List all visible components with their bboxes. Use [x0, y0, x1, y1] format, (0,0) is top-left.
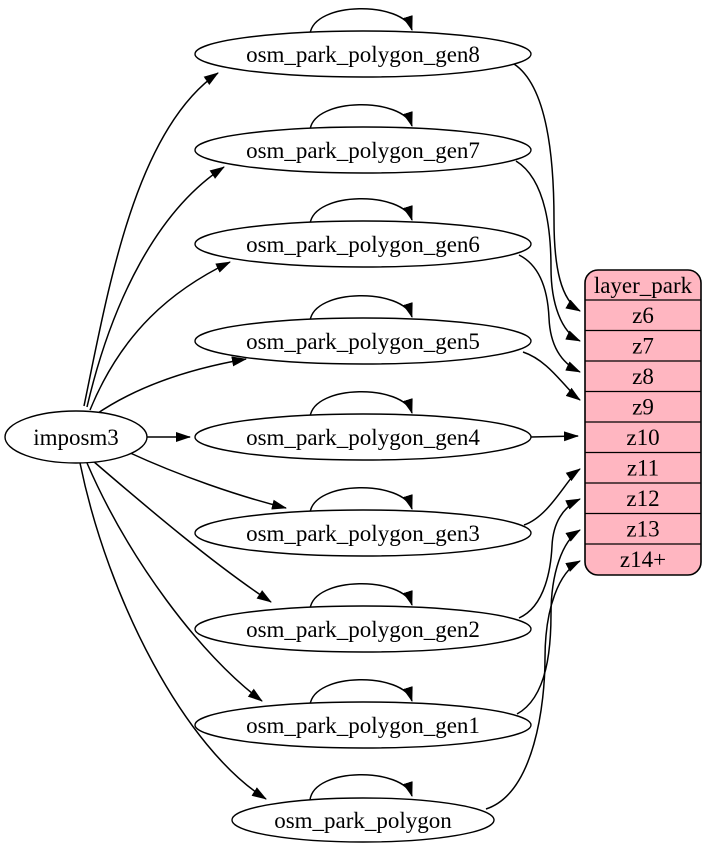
layer-park-row-z11: z11: [627, 456, 659, 481]
node-osm-park-polygon-gen4: osm_park_polygon_gen4: [194, 413, 532, 461]
imposm3-label: imposm3: [33, 425, 119, 450]
edge-gen4-self-loop: [309, 391, 413, 418]
node-osm-park-polygon-gen8: osm_park_polygon_gen8: [194, 30, 532, 78]
gen8-ellipse: [194, 30, 532, 78]
node-osm-park-polygon: osm_park_polygon: [231, 797, 495, 843]
edge-gen6-self-loop: [309, 198, 413, 225]
edges-self-loops: [309, 8, 413, 801]
edge-imposm3-to-gen5: [94, 356, 247, 416]
edge-gen3-to-z11: [523, 468, 581, 526]
node-osm-park-polygon-gen6: osm_park_polygon_gen6: [194, 220, 532, 268]
gen2-ellipse: [194, 605, 532, 653]
edge-polygon-to-z14: [485, 560, 581, 810]
layer-park-row-z10: z10: [626, 425, 659, 450]
gen6-ellipse: [194, 220, 532, 268]
edge-gen2-to-z12: [518, 498, 581, 619]
gen3-label: osm_park_polygon_gen3: [246, 521, 480, 546]
edges-tables-to-layer: [485, 63, 581, 810]
gen1-ellipse: [194, 701, 532, 749]
gen4-label: osm_park_polygon_gen4: [246, 425, 480, 450]
edge-gen5-self-loop: [309, 295, 413, 322]
edge-gen3-self-loop: [309, 487, 413, 514]
node-osm-park-polygon-gen5: osm_park_polygon_gen5: [194, 317, 532, 365]
edge-gen1-self-loop: [309, 679, 413, 706]
edges-source-to-tables: [79, 72, 287, 800]
layer-park-row-z14: z14+: [620, 547, 666, 572]
node-layer-park-table: layer_park z6 z7 z8 z9 z10 z11 z12 z13 z…: [584, 269, 702, 576]
edge-gen6-to-z8: [518, 254, 581, 373]
gen2-label: osm_park_polygon_gen2: [246, 617, 480, 642]
layer-park-row-z9: z9: [632, 395, 654, 420]
edge-imposm3-to-gen7: [86, 166, 225, 408]
node-imposm3: imposm3: [4, 410, 148, 464]
edge-gen7-self-loop: [309, 104, 413, 131]
layer-park-row-z8: z8: [632, 364, 654, 389]
gen4-ellipse: [194, 413, 532, 461]
edge-imposm3-to-gen8: [83, 72, 219, 407]
edge-imposm3-to-gen2: [92, 460, 272, 603]
node-osm-park-polygon-gen2: osm_park_polygon_gen2: [194, 605, 532, 653]
edge-imposm3-to-polygon: [79, 462, 267, 800]
edge-gen8-to-z6: [513, 63, 581, 312]
edge-gen1-to-z13: [516, 529, 581, 715]
edge-imposm3-to-gen6: [89, 261, 231, 411]
polygon-label: osm_park_polygon: [274, 808, 452, 833]
edge-gen4-to-z10: [530, 431, 579, 442]
imposm3-ellipse: [4, 410, 148, 464]
gen6-label: osm_park_polygon_gen6: [246, 232, 480, 257]
layer-park-row-z6: z6: [632, 303, 654, 328]
gen7-ellipse: [194, 126, 532, 174]
gen8-label: osm_park_polygon_gen8: [246, 42, 480, 67]
node-osm-park-polygon-gen1: osm_park_polygon_gen1: [194, 701, 532, 749]
edge-imposm3-to-gen3: [127, 451, 287, 510]
edge-imposm3-to-gen1: [86, 462, 263, 702]
edge-gen7-to-z7: [515, 160, 581, 342]
node-osm-park-polygon-gen3: osm_park_polygon_gen3: [194, 509, 532, 557]
layer-park-title: layer_park: [594, 273, 693, 298]
edge-gen5-to-z9: [522, 351, 581, 401]
layer-park-row-z7: z7: [632, 334, 654, 359]
edge-polygon-self-loop: [309, 774, 413, 801]
edge-gen2-self-loop: [309, 583, 413, 610]
gen1-label: osm_park_polygon_gen1: [246, 713, 480, 738]
gen7-label: osm_park_polygon_gen7: [246, 138, 480, 163]
gen3-ellipse: [194, 509, 532, 557]
layer-park-row-z12: z12: [626, 486, 659, 511]
gen5-ellipse: [194, 317, 532, 365]
gen5-label: osm_park_polygon_gen5: [246, 329, 480, 354]
node-osm-park-polygon-gen7: osm_park_polygon_gen7: [194, 126, 532, 174]
edge-gen8-self-loop: [309, 8, 413, 35]
polygon-ellipse: [231, 797, 495, 843]
layer-park-row-z13: z13: [626, 517, 659, 542]
